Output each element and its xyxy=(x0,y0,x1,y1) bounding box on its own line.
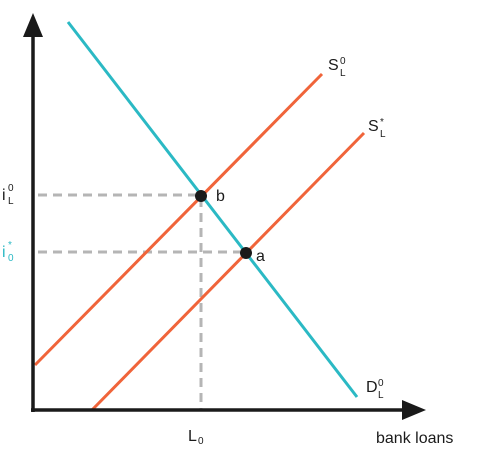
point-a-label: a xyxy=(256,248,265,265)
point-b-label: b xyxy=(216,188,225,205)
x-axis-label: bank loans xyxy=(376,430,453,447)
supply-original-label: S 0 L xyxy=(328,51,350,79)
demand-label: D 0 L xyxy=(366,373,388,401)
supply-curve-new xyxy=(90,131,366,412)
equilibrium-point-a xyxy=(240,247,252,259)
demand-curve xyxy=(66,21,359,398)
rate-original-label: i 0 L xyxy=(2,178,18,207)
y-axis-arrow-icon xyxy=(23,13,43,37)
x-axis-arrow-icon xyxy=(402,400,426,420)
equilibrium-point-b xyxy=(195,190,207,202)
rate-new-label: i * 0 xyxy=(2,235,16,264)
supply-curve-original xyxy=(33,72,324,367)
supply-new-label: S * L xyxy=(368,112,388,140)
quantity-label: L 0 xyxy=(188,428,204,447)
